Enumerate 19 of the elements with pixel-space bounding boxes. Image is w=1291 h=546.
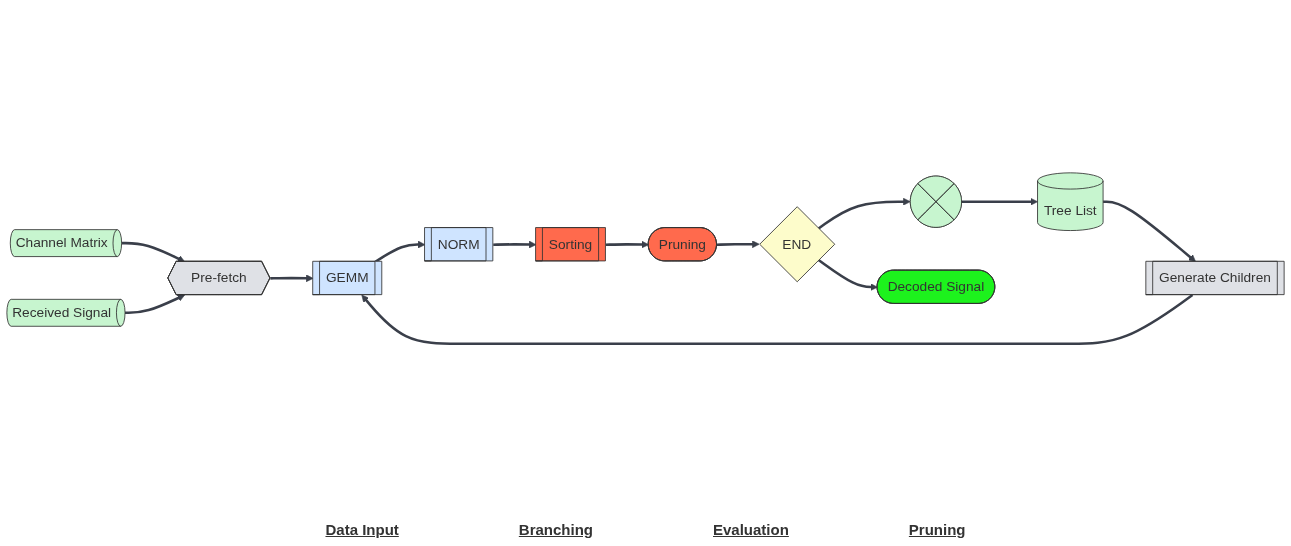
arrow <box>374 240 426 263</box>
column-label: Branching <box>518 521 593 538</box>
arrow <box>270 274 314 283</box>
arrow <box>121 242 185 263</box>
arrow <box>716 240 760 249</box>
arrow <box>493 240 537 249</box>
column-label: Pruning <box>908 521 966 538</box>
arrow <box>1103 200 1196 263</box>
arrow <box>125 294 185 315</box>
node-text: Received Signal <box>12 305 112 320</box>
arrow <box>961 198 1038 206</box>
arrow <box>361 294 1194 346</box>
column-label: Evaluation <box>713 521 789 538</box>
column-label: Data Input <box>325 521 399 538</box>
node-text: Channel Matrix <box>15 235 108 251</box>
arrow <box>817 198 911 230</box>
arrow <box>605 240 649 249</box>
arrow <box>817 259 878 291</box>
node-diamond: END <box>759 206 836 283</box>
